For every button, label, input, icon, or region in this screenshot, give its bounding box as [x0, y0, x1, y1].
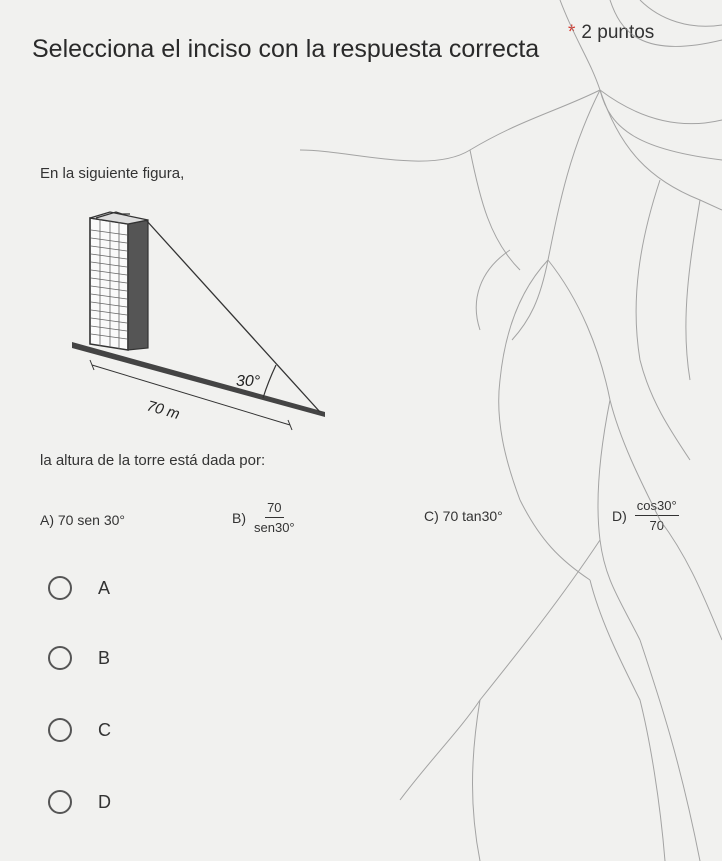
radio-option-a[interactable]: A [48, 576, 110, 600]
radio-option-d[interactable]: D [48, 790, 111, 814]
choice-a-letter: A) [40, 512, 54, 528]
radio-label-b: B [98, 647, 111, 668]
choice-b-fraction: 70 sen30° [254, 500, 295, 535]
choice-c: C) 70 tan30° [424, 508, 503, 524]
question-prompt: la altura de la torre está dada por: [40, 452, 266, 469]
radio-label-c: C [98, 719, 111, 740]
tower-figure: 30° 70 m [72, 211, 325, 431]
radio-button-c[interactable] [48, 718, 72, 742]
radio-label-a: A [98, 577, 111, 598]
angle-arc [262, 364, 277, 399]
radio-button-b[interactable] [48, 646, 72, 670]
figure-intro-text: En la siguiente figura, [40, 165, 185, 182]
radio-option-c[interactable]: C [48, 718, 111, 742]
required-asterisk: * [568, 22, 576, 43]
choice-a: A) 70 sen 30° [40, 512, 125, 528]
points-value: 2 puntos [581, 22, 655, 43]
choice-b-letter: B) [232, 509, 246, 526]
choice-b: B) 70 sen30° [232, 500, 295, 535]
angle-label: 30° [236, 373, 261, 390]
distance-label: 70 m [145, 398, 182, 424]
choice-a-expr: 70 sen 30° [57, 512, 125, 528]
radio-button-d[interactable] [48, 790, 72, 814]
choice-d-numerator: cos30° [634, 498, 679, 516]
distance-line [91, 364, 291, 426]
points-label: *2 puntos [568, 22, 654, 44]
ground-slab [72, 342, 325, 417]
choice-b-numerator: 70 [265, 500, 284, 518]
tower-building [89, 211, 149, 351]
choice-d-fraction: cos30° 70 [634, 498, 679, 533]
hypotenuse-line [145, 219, 321, 413]
choice-d-letter: D) [612, 507, 627, 524]
radio-option-b[interactable]: B [48, 646, 110, 670]
choice-d: D) cos30° 70 [612, 498, 679, 533]
choice-b-denominator: sen30° [254, 520, 295, 535]
choice-c-expr: 70 tan30° [442, 508, 503, 524]
choice-d-denominator: 70 [649, 518, 664, 533]
choice-c-letter: C) [424, 508, 439, 524]
radio-button-a[interactable] [48, 576, 72, 600]
radio-label-d: D [98, 791, 111, 812]
question-title: Selecciona el inciso con la respuesta co… [32, 35, 540, 63]
